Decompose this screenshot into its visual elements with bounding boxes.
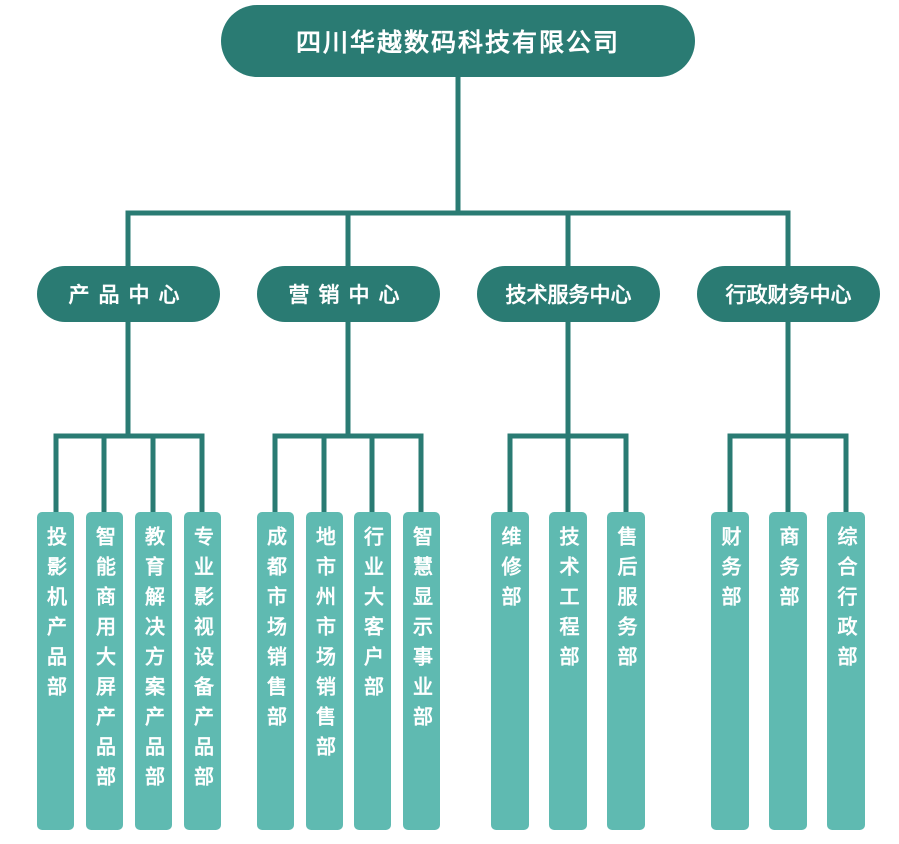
department-node: 地市州市场销售部: [306, 512, 343, 830]
center-node-tech-service: 技术服务中心: [477, 266, 660, 322]
department-node: 智能商用大屏产品部: [86, 512, 123, 830]
department-node: 智慧显示事业部: [403, 512, 440, 830]
department-node: 售后服务部: [607, 512, 645, 830]
company-node: 四川华越数码科技有限公司: [221, 5, 695, 77]
department-node: 综合行政部: [827, 512, 865, 830]
department-node: 专业影视设备产品部: [184, 512, 221, 830]
department-node: 投影机产品部: [37, 512, 74, 830]
department-node: 商务部: [769, 512, 807, 830]
center-node-admin-finance: 行政财务中心: [697, 266, 880, 322]
department-node: 维修部: [491, 512, 529, 830]
center-node-marketing: 营销中心: [257, 266, 440, 322]
department-node: 教育解决方案产品部: [135, 512, 172, 830]
department-node: 成都市场销售部: [257, 512, 294, 830]
department-node: 财务部: [711, 512, 749, 830]
department-node: 技术工程部: [549, 512, 587, 830]
center-node-product: 产品中心: [37, 266, 220, 322]
department-node: 行业大客户部: [354, 512, 391, 830]
